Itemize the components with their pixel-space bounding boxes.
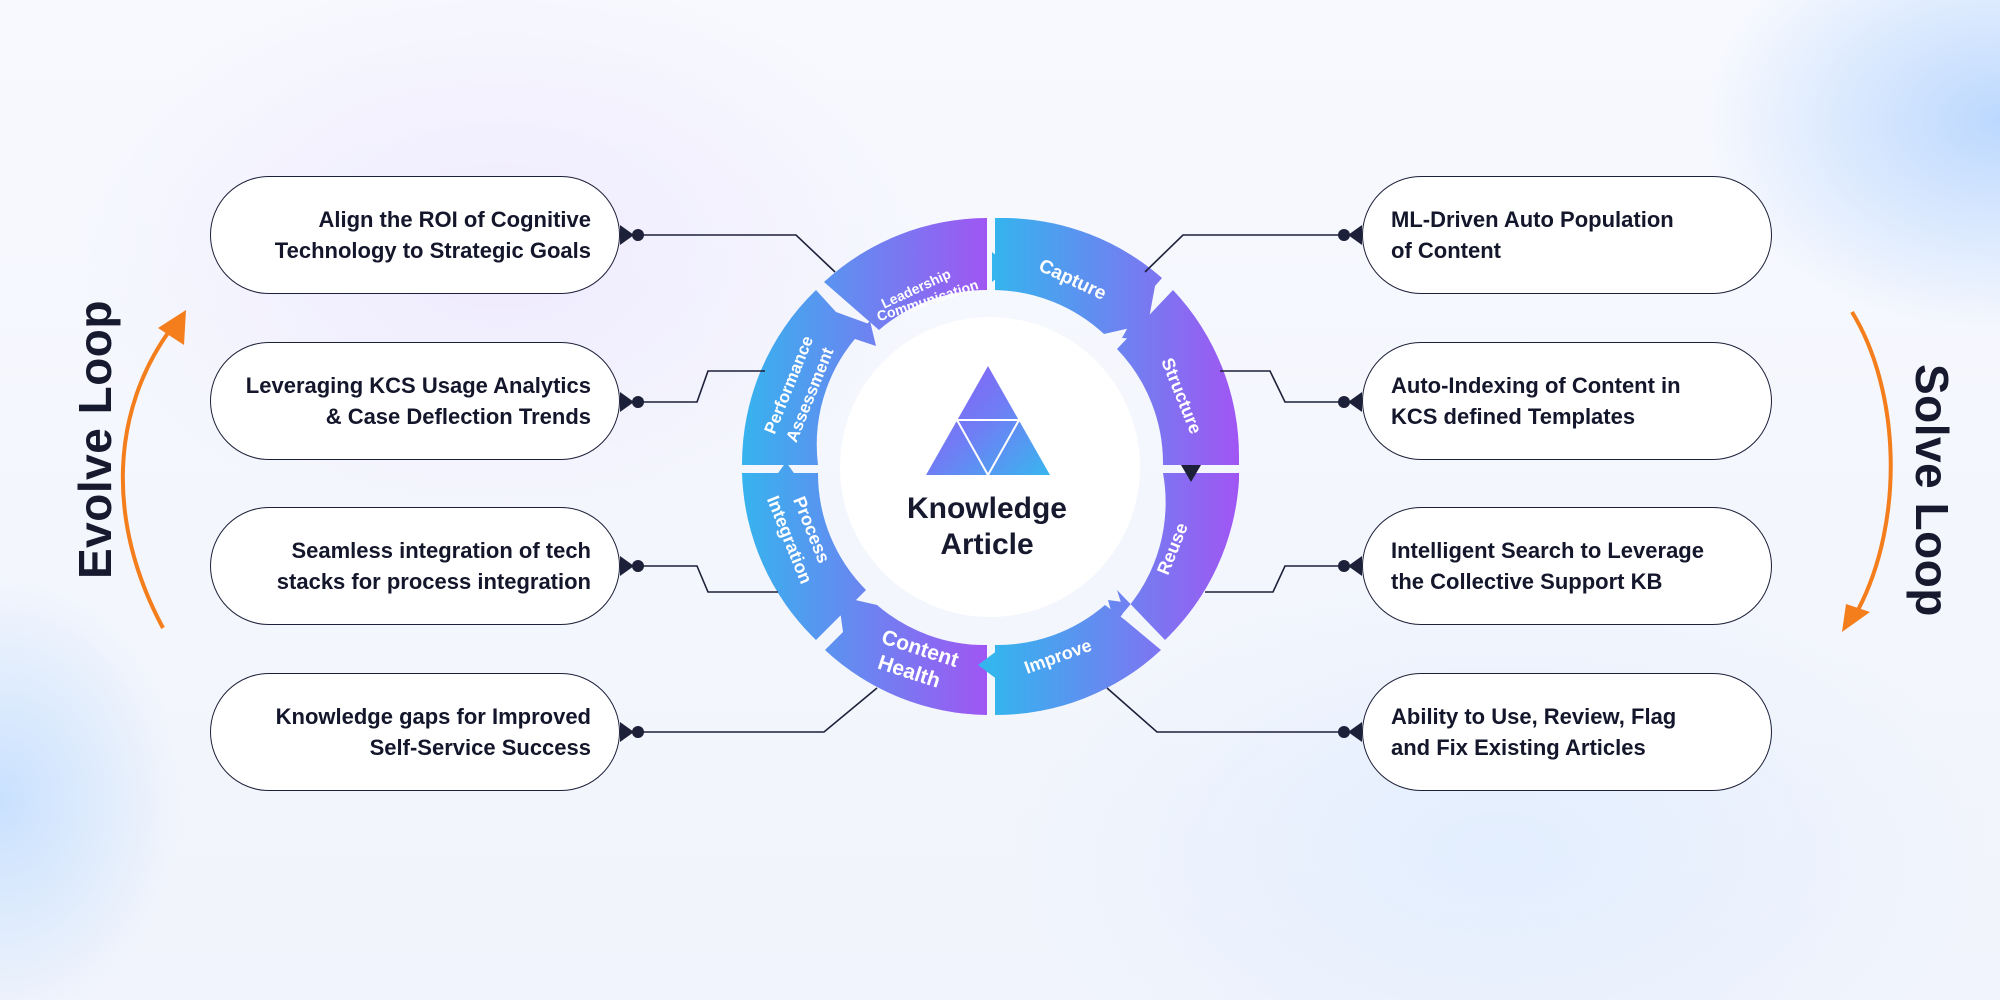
right-box-ml-population: ML-Driven Auto Population of Content [1362,176,1772,294]
left-box-analytics-text: Leveraging KCS Usage Analytics & Case De… [245,372,591,429]
arrow-head-process-integration [836,592,860,618]
right-box-auto-indexing-text: Auto-Indexing of Content in KCS defined … [1391,372,1681,429]
right-box-intelligent-search-text: Intelligent Search to Leverage the Colle… [1391,537,1704,594]
evolve-loop-label: Evolve Loop [69,300,121,579]
left-box-knowledge-gaps-text: Knowledge gaps for Improved Self-Service… [275,703,591,760]
connectors-right [1106,234,1346,733]
left-box-knowledge-gaps: Knowledge gaps for Improved Self-Service… [210,673,620,791]
arrow-head-improve [1108,600,1130,625]
right-box-use-review-text: Ability to Use, Review, Flag and Fix Exi… [1391,703,1677,760]
arrow-head-leadership [852,321,876,346]
segment-performance-assessment [741,290,869,465]
evolve-loop-arrow [120,310,186,629]
left-box-integration-text: Seamless integration of tech stacks for … [276,537,591,594]
segment-content-health [825,596,987,715]
center-title-line1: Knowledge [907,492,1067,525]
segment-improve [995,605,1161,716]
solve-loop-label: Solve Loop [1906,364,1958,617]
solve-loop-arrow [1842,310,1893,632]
arrow-head-content-health [978,650,998,680]
left-box-roi: Align the ROI of Cognitive Technology to… [210,176,620,294]
center-title-line2: Article [940,528,1033,561]
arrow-head-performance-assessment [776,462,796,476]
connector-terminals-right [1338,225,1362,742]
arrow-head-structure [1122,318,1149,340]
right-box-intelligent-search: Intelligent Search to Leverage the Colle… [1362,507,1772,625]
left-box-roi-text: Align the ROI of Cognitive Technology to… [274,206,591,263]
connectors-left [638,234,878,733]
segment-reuse [1117,473,1239,640]
connector-terminals-left [620,225,644,742]
left-box-analytics: Leveraging KCS Usage Analytics & Case De… [210,342,620,460]
triangle-logo-icon [926,366,1050,478]
segment-capture [995,218,1162,334]
segment-process-integration [742,473,866,640]
right-box-ml-population-text: ML-Driven Auto Population of Content [1391,206,1674,263]
right-box-use-review: Ability to Use, Review, Flag and Fix Exi… [1362,673,1772,791]
arrow-head-reuse [1181,465,1201,482]
segment-leadership-communication [824,218,987,330]
segment-structure [1117,290,1240,465]
arrow-head-capture [992,252,1010,282]
right-box-auto-indexing: Auto-Indexing of Content in KCS defined … [1362,342,1772,460]
left-box-integration: Seamless integration of tech stacks for … [210,507,620,625]
